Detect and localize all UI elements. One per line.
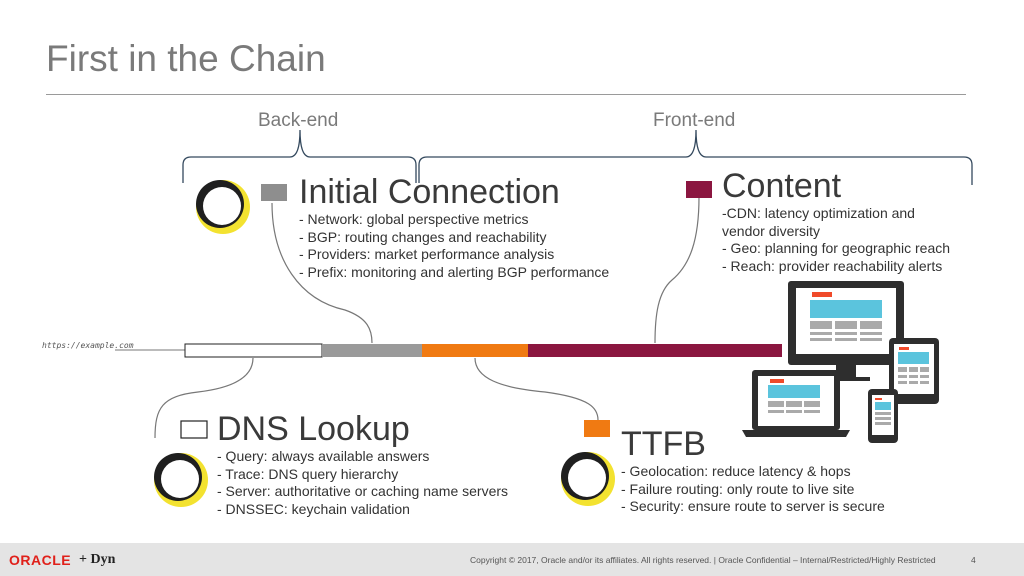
dyn-logo-text: + Dyn bbox=[79, 552, 116, 567]
content-heading: Content bbox=[722, 167, 842, 205]
initial-connection-heading: Initial Connection bbox=[299, 173, 560, 211]
connector-ttfb bbox=[474, 357, 599, 421]
front-end-bracket bbox=[418, 129, 973, 185]
bullet-item: - DNSSEC: keychain validation bbox=[217, 500, 410, 517]
bullet-item: -CDN: latency optimization and bbox=[722, 205, 915, 221]
title-divider bbox=[46, 94, 966, 95]
dns-lookup-heading: DNS Lookup bbox=[217, 410, 410, 448]
bullet-item: - Network: global perspective metrics bbox=[299, 211, 529, 227]
bullet-item: - Reach: provider reachability alerts bbox=[722, 257, 943, 274]
bullet-item: - Geolocation: reduce latency & hops bbox=[621, 463, 851, 479]
bullet-item: - Trace: DNS query hierarchy bbox=[217, 465, 399, 482]
dyn-logo-icon bbox=[561, 452, 615, 506]
back-end-label: Back-end bbox=[258, 110, 339, 131]
back-end-bracket bbox=[182, 129, 417, 183]
page-number: 4 bbox=[971, 555, 976, 565]
bullet-item: - Security: ensure route to server is se… bbox=[621, 498, 885, 514]
connector-initial bbox=[271, 202, 373, 344]
footer-bar bbox=[0, 543, 1024, 576]
oracle-logo: ORACLE bbox=[9, 552, 72, 568]
swatch-initial bbox=[261, 184, 287, 201]
copyright-text: Copyright © 2017, Oracle and/or its affi… bbox=[470, 555, 936, 565]
bullet-item: - Prefix: monitoring and alerting BGP pe… bbox=[299, 263, 610, 280]
ttfb-bullets: - Geolocation: reduce latency & hops - F… bbox=[621, 463, 885, 516]
bullet-item: - BGP: routing changes and reachability bbox=[299, 228, 547, 245]
timeline-segment-content bbox=[528, 344, 782, 357]
connector-content bbox=[654, 196, 700, 344]
ttfb-heading: TTFB bbox=[621, 425, 706, 463]
bullet-item: - Query: always available answers bbox=[217, 448, 430, 464]
swatch-content bbox=[686, 181, 712, 198]
timeline-segment-ttfb bbox=[422, 344, 528, 357]
bullet-item: vendor diversity bbox=[722, 222, 821, 239]
dyn-logo-icon bbox=[154, 453, 208, 507]
connector-dns bbox=[154, 357, 254, 439]
front-end-label: Front-end bbox=[653, 110, 736, 131]
swatch-ttfb bbox=[584, 420, 610, 437]
initial-connection-bullets: - Network: global perspective metrics - … bbox=[299, 211, 609, 281]
devices-illustration-icon bbox=[742, 281, 939, 443]
content-bullets: -CDN: latency optimization and vendor di… bbox=[722, 205, 950, 275]
slide-title: First in the Chain bbox=[46, 38, 326, 79]
bullet-item: - Server: authoritative or caching name … bbox=[217, 483, 509, 499]
timeline-segment-initial bbox=[322, 344, 422, 357]
bullet-item: - Failure routing: only route to live si… bbox=[621, 480, 855, 497]
swatch-dns bbox=[180, 420, 208, 439]
timeline-segment-dns bbox=[184, 343, 323, 358]
bullet-item: - Providers: market performance analysis bbox=[299, 246, 555, 262]
dyn-logo-icon bbox=[196, 180, 250, 234]
dns-lookup-bullets: - Query: always available answers - Trac… bbox=[217, 448, 508, 518]
bullet-item: - Geo: planning for geographic reach bbox=[722, 240, 951, 256]
url-label: https://example.com bbox=[42, 341, 134, 350]
